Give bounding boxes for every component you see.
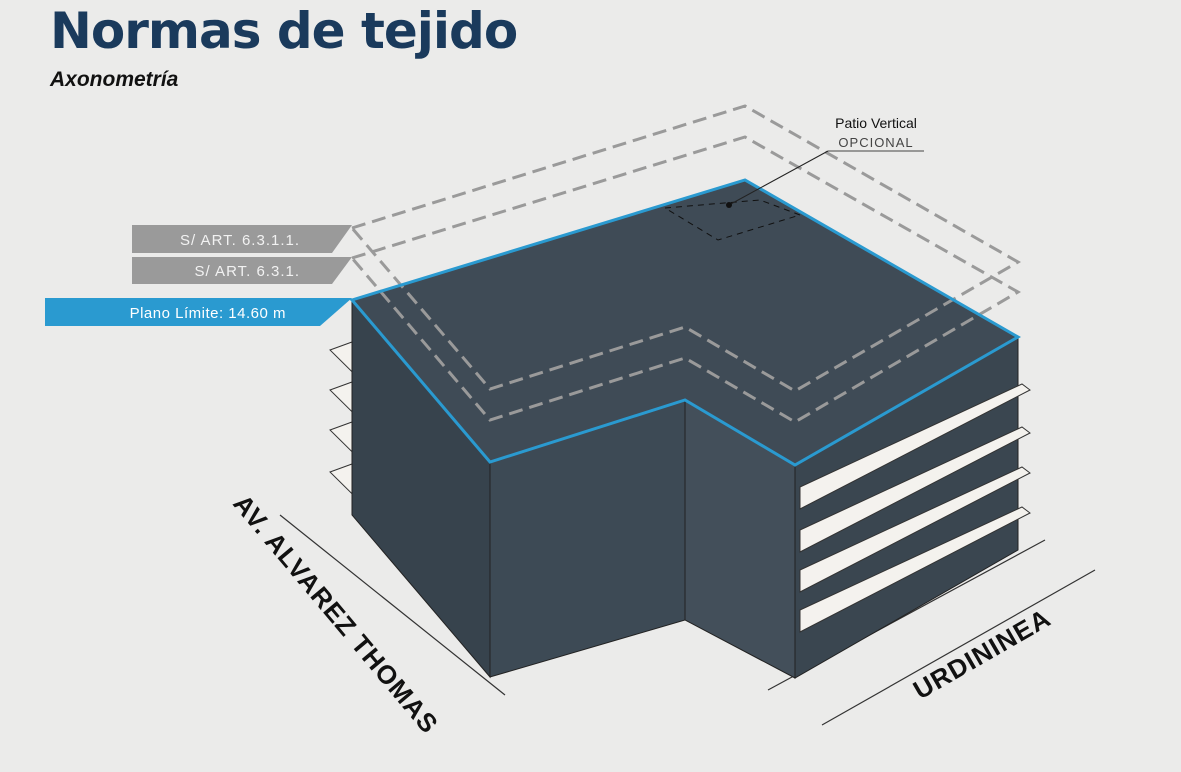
balcony-slab-right — [799, 383, 1031, 510]
patio-outline — [663, 199, 802, 241]
building-roof — [352, 180, 1018, 465]
patio-leader-line — [728, 150, 829, 206]
tag-art-6-3-1-1: S/ ART. 6.3.1.1. — [132, 225, 352, 253]
dashed-outline-upper — [349, 104, 1022, 393]
street-label-urdininea: URDININEA — [908, 602, 1056, 705]
patio-vertical-label: Patio Vertical — [835, 115, 917, 131]
balcony-slab-right — [799, 466, 1031, 593]
tag-plano-limite: Plano Límite: 14.60 m — [45, 298, 352, 326]
patio-opcional-label: OPCIONAL — [838, 135, 913, 150]
street-line-left — [279, 514, 506, 696]
plano-limite-outline — [349, 178, 1022, 467]
tag-art-6-3-1: S/ ART. 6.3.1. — [132, 257, 352, 284]
balcony-slab-right — [799, 426, 1031, 553]
balcony-slab-right — [799, 506, 1031, 633]
page-title: Normas de tejido — [50, 2, 518, 60]
page-subtitle: Axonometría — [50, 68, 179, 91]
svg-text:S/ ART. 6.3.1.: S/ ART. 6.3.1. — [195, 263, 300, 280]
street-line-right-2 — [821, 569, 1096, 726]
svg-text:Plano Límite: 14.60 m: Plano Límite: 14.60 m — [130, 305, 286, 322]
dashed-outline-lower — [349, 135, 1022, 424]
patio-leader-dot — [726, 202, 732, 208]
svg-text:S/ ART. 6.3.1.1.: S/ ART. 6.3.1.1. — [180, 232, 300, 249]
right-balconies-front — [799, 383, 1031, 633]
